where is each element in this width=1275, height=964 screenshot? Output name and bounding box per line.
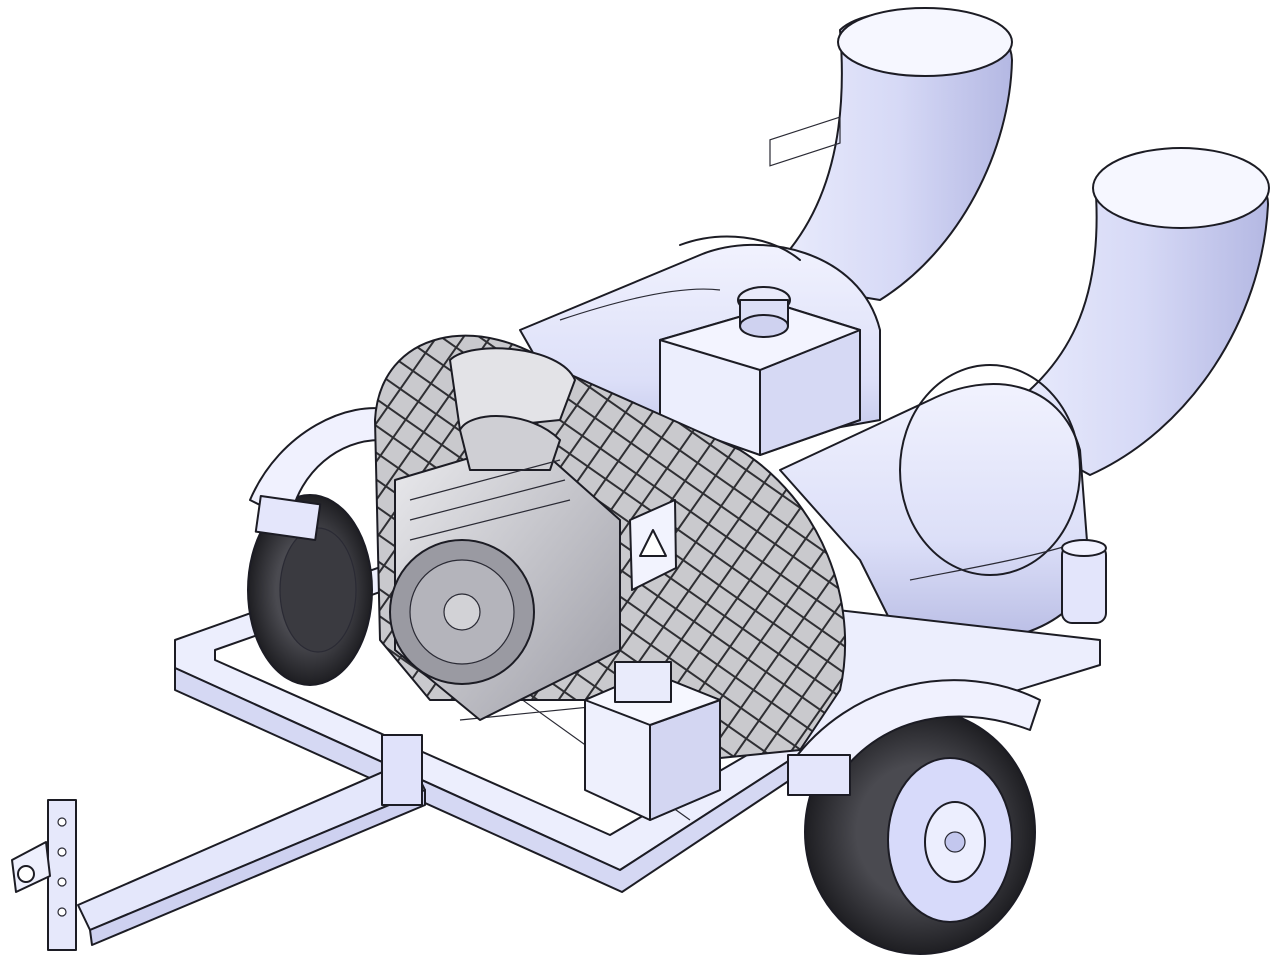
engine-control-panel xyxy=(629,499,677,591)
engine xyxy=(389,347,621,721)
right-elbow-duct xyxy=(989,147,1270,476)
front-fender xyxy=(787,679,1041,796)
left-elbow-duct xyxy=(759,7,1013,301)
warning-triangle-icon xyxy=(639,529,667,557)
battery-box xyxy=(584,661,721,821)
rear-wheel xyxy=(247,494,373,686)
trailer-tongue xyxy=(77,734,426,946)
front-wheel xyxy=(804,709,1036,955)
hitch-jack xyxy=(11,799,77,951)
filter-canister xyxy=(1061,539,1107,624)
fuel-cap xyxy=(737,286,791,338)
